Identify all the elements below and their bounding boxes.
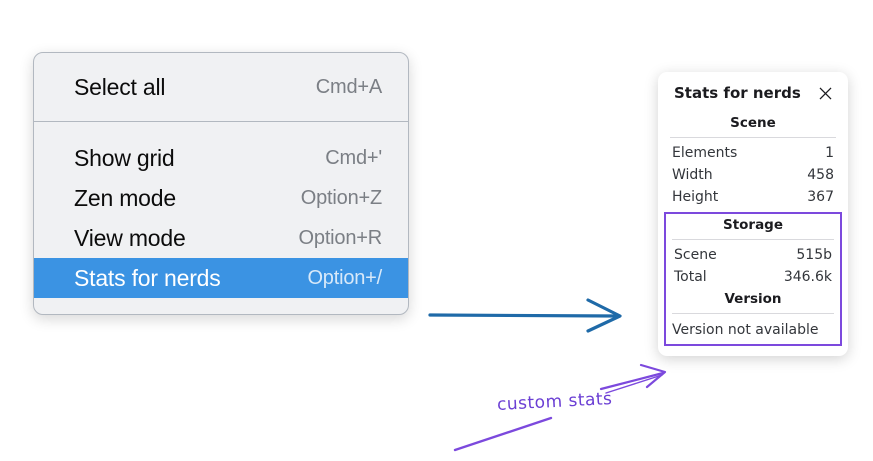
stat-key: Elements — [672, 145, 738, 161]
divider — [672, 239, 834, 240]
menu-group-primary: Select all Cmd+A — [34, 53, 408, 122]
stat-key: Scene — [674, 247, 717, 263]
menu-item-shortcut: Option+/ — [307, 266, 382, 289]
context-menu[interactable]: Select all Cmd+A Show grid Cmd+' Zen mod… — [33, 52, 409, 315]
panel-body: Scene Elements 1 Width 458 Height 367 St… — [658, 112, 848, 346]
menu-item-label: View mode — [74, 224, 186, 251]
stats-for-nerds-panel: Stats for nerds Scene Elements 1 Width 4… — [658, 72, 848, 356]
menu-item-label: Show grid — [74, 144, 175, 171]
panel-title: Stats for nerds — [674, 84, 801, 102]
menu-group-secondary: Show grid Cmd+' Zen mode Option+Z View m… — [34, 122, 408, 314]
menu-item-label: Stats for nerds — [74, 264, 221, 291]
annotation-label: custom stats — [496, 388, 613, 416]
stat-key: Height — [672, 189, 719, 205]
stat-key: Width — [672, 167, 713, 183]
custom-stats-highlight-box: Storage Scene 515b Total 346.6k Version … — [664, 212, 842, 346]
stat-value: 515b — [796, 247, 832, 263]
stat-row-height: Height 367 — [658, 186, 848, 208]
stat-row-elements: Elements 1 — [658, 142, 848, 164]
menu-item-view-mode[interactable]: View mode Option+R — [34, 218, 408, 258]
storage-section-heading: Storage — [722, 217, 784, 233]
version-text: Version not available — [672, 322, 819, 338]
stat-row-width: Width 458 — [658, 164, 848, 186]
scene-section-heading: Scene — [730, 115, 776, 131]
menu-item-label: Zen mode — [74, 184, 176, 211]
menu-item-shortcut: Cmd+' — [325, 146, 382, 169]
menu-item-shortcut: Option+R — [298, 226, 383, 249]
panel-header: Stats for nerds — [658, 84, 848, 102]
version-section-heading: Version — [724, 291, 782, 307]
menu-item-shortcut: Option+Z — [300, 186, 382, 209]
menu-item-shortcut: Cmd+A — [315, 75, 382, 98]
arrow-right-icon — [428, 298, 622, 333]
menu-item-select-all[interactable]: Select all Cmd+A — [34, 67, 408, 107]
annotation-underline-stroke — [453, 416, 553, 452]
stat-value: 458 — [807, 167, 834, 183]
stat-row-storage-total: Total 346.6k — [666, 266, 840, 288]
stat-key: Total — [674, 269, 707, 285]
menu-item-label: Select all — [74, 73, 166, 100]
close-icon[interactable] — [817, 85, 834, 102]
stat-value: 1 — [825, 145, 834, 161]
stat-value: 367 — [807, 189, 834, 205]
divider — [672, 313, 834, 314]
menu-item-stats-for-nerds[interactable]: Stats for nerds Option+/ — [34, 258, 408, 298]
divider — [670, 137, 836, 138]
stat-row-storage-scene: Scene 515b — [666, 244, 840, 266]
stat-value: 346.6k — [783, 269, 832, 285]
menu-item-zen-mode[interactable]: Zen mode Option+Z — [34, 178, 408, 218]
menu-item-show-grid[interactable]: Show grid Cmd+' — [34, 138, 408, 178]
